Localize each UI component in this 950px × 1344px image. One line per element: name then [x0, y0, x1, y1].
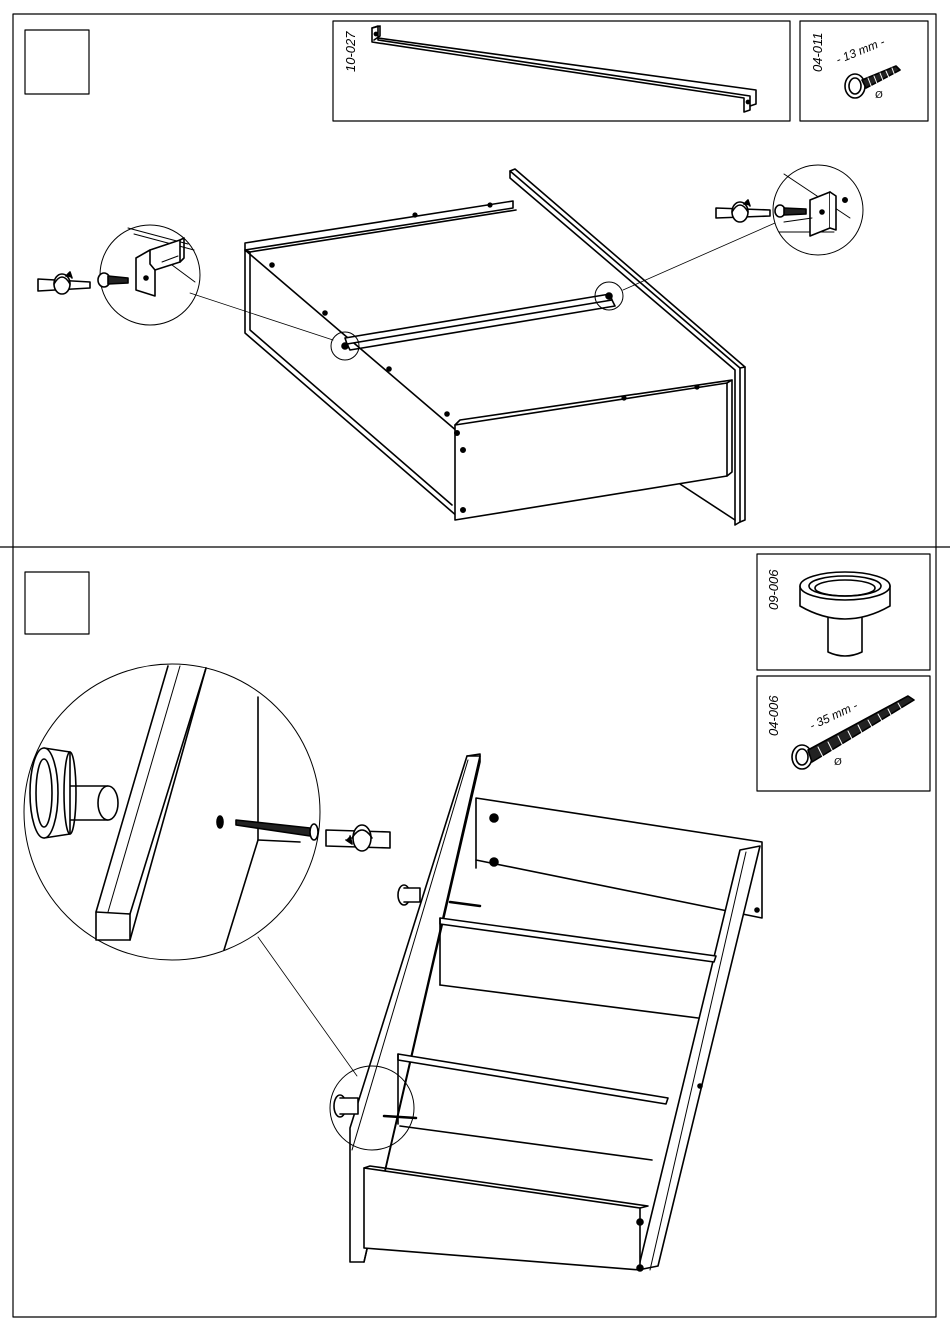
step-2-number-box: [25, 572, 89, 634]
detail-callout-right: [716, 165, 863, 255]
diameter-symbol-04-006: Ø: [834, 756, 842, 768]
drawer-knob-upper: [398, 885, 420, 905]
zoom-callout: [24, 664, 390, 960]
zoom-knob: [30, 748, 118, 838]
step-1-number-box: [25, 30, 89, 94]
part-box-04-006: 04-006 - 35 mm - Ø: [757, 676, 930, 791]
step-2: 09-006 04-006 - 35 mm - Ø: [24, 554, 930, 1271]
short-screw-icon: [845, 66, 900, 98]
screwdriver-icon-right: [716, 200, 770, 222]
callout-screw-right: [775, 205, 806, 217]
drawer-knob-lower: [334, 1095, 358, 1117]
callout-screw-left: [98, 273, 128, 287]
screwdriver-icon-left: [38, 272, 90, 294]
knob-icon: [800, 572, 890, 656]
diameter-symbol-04-011: Ø: [875, 89, 883, 101]
part-code-04-006: 04-006: [766, 695, 781, 736]
screwdriver-icon-zoom: [326, 825, 390, 851]
part-code-09-006: 09-006: [766, 569, 781, 610]
bracket-bar-icon: [372, 26, 756, 112]
leader-line-right: [623, 223, 775, 290]
part-code-04-011: 04-011: [810, 32, 825, 72]
drawer-assembly: [330, 754, 762, 1271]
leader-line-zoom: [258, 937, 357, 1076]
part-box-10-027: 10-027: [333, 21, 790, 121]
frame-assembly: [245, 169, 745, 525]
part-box-04-011: 04-011 - 13 mm - Ø: [800, 21, 928, 121]
part-box-09-006: 09-006: [757, 554, 930, 670]
detail-callout-left: [38, 225, 200, 325]
step-1: 10-027 04-011 - 13 mm - Ø: [25, 21, 928, 525]
screw-13mm-label: - 13 mm -: [834, 35, 887, 67]
zoom-screw: [236, 820, 318, 840]
part-code-10-027: 10-027: [343, 31, 358, 72]
drawer-screw-upper: [450, 902, 480, 906]
